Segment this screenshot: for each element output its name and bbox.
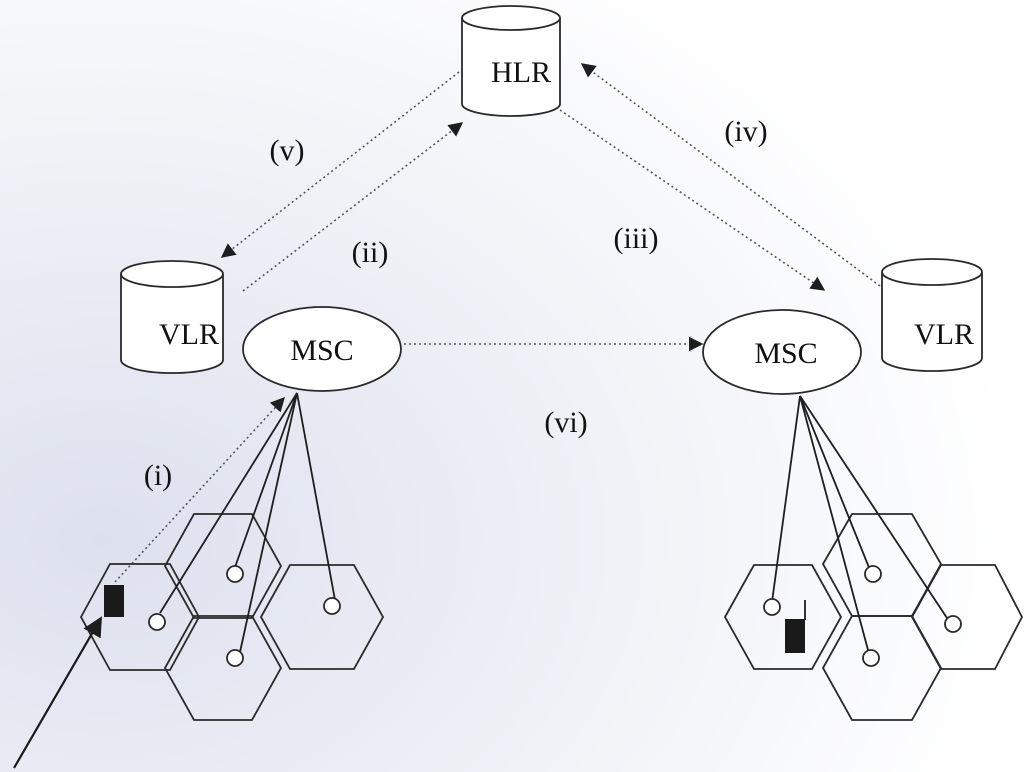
arrow-ii (242, 122, 464, 292)
step-label-i: (i) (144, 459, 172, 492)
msc-right-label: MSC (754, 337, 817, 370)
base-station (862, 649, 880, 667)
base-station (944, 615, 962, 633)
left-cell-cluster (13, 392, 385, 769)
msc-right-node: MSC (702, 309, 862, 395)
hex-cell (79, 563, 201, 671)
hlr-label: HLR (491, 56, 551, 89)
vlr-left-database: VLR (120, 260, 224, 374)
base-station (148, 613, 166, 631)
hex-cell (259, 564, 385, 670)
base-station (226, 649, 244, 667)
hlr-database: HLR (461, 5, 561, 117)
step-label-ii: (ii) (352, 236, 389, 269)
right-cell-cluster (723, 395, 1024, 721)
movement-arrow (13, 616, 102, 769)
base-station (323, 597, 341, 615)
msc-left-label: MSC (290, 334, 353, 367)
base-station (864, 565, 882, 583)
step-label-v: (v) (270, 134, 305, 167)
vlr-right-database: VLR (881, 258, 983, 372)
base-station (763, 598, 781, 616)
vlr-left-label: VLR (159, 318, 219, 351)
step-label-iii: (iii) (614, 222, 659, 255)
arrow-v (220, 71, 460, 258)
hex-cell (163, 615, 283, 721)
mobile-terminal-icon (785, 619, 805, 653)
step-label-iv: (iv) (724, 115, 767, 148)
hex-cell (163, 513, 283, 619)
msc-left-node: MSC (242, 306, 402, 392)
step-label-vi: (vi) (544, 406, 587, 439)
arrow-i (114, 396, 285, 583)
base-station (226, 565, 244, 583)
mobile-terminal-icon (104, 585, 124, 617)
arrow-iii (559, 109, 826, 291)
arrow-iv (580, 63, 881, 287)
vlr-right-label: VLR (914, 318, 974, 351)
hex-cell (723, 564, 843, 670)
hex-cell (821, 615, 943, 721)
